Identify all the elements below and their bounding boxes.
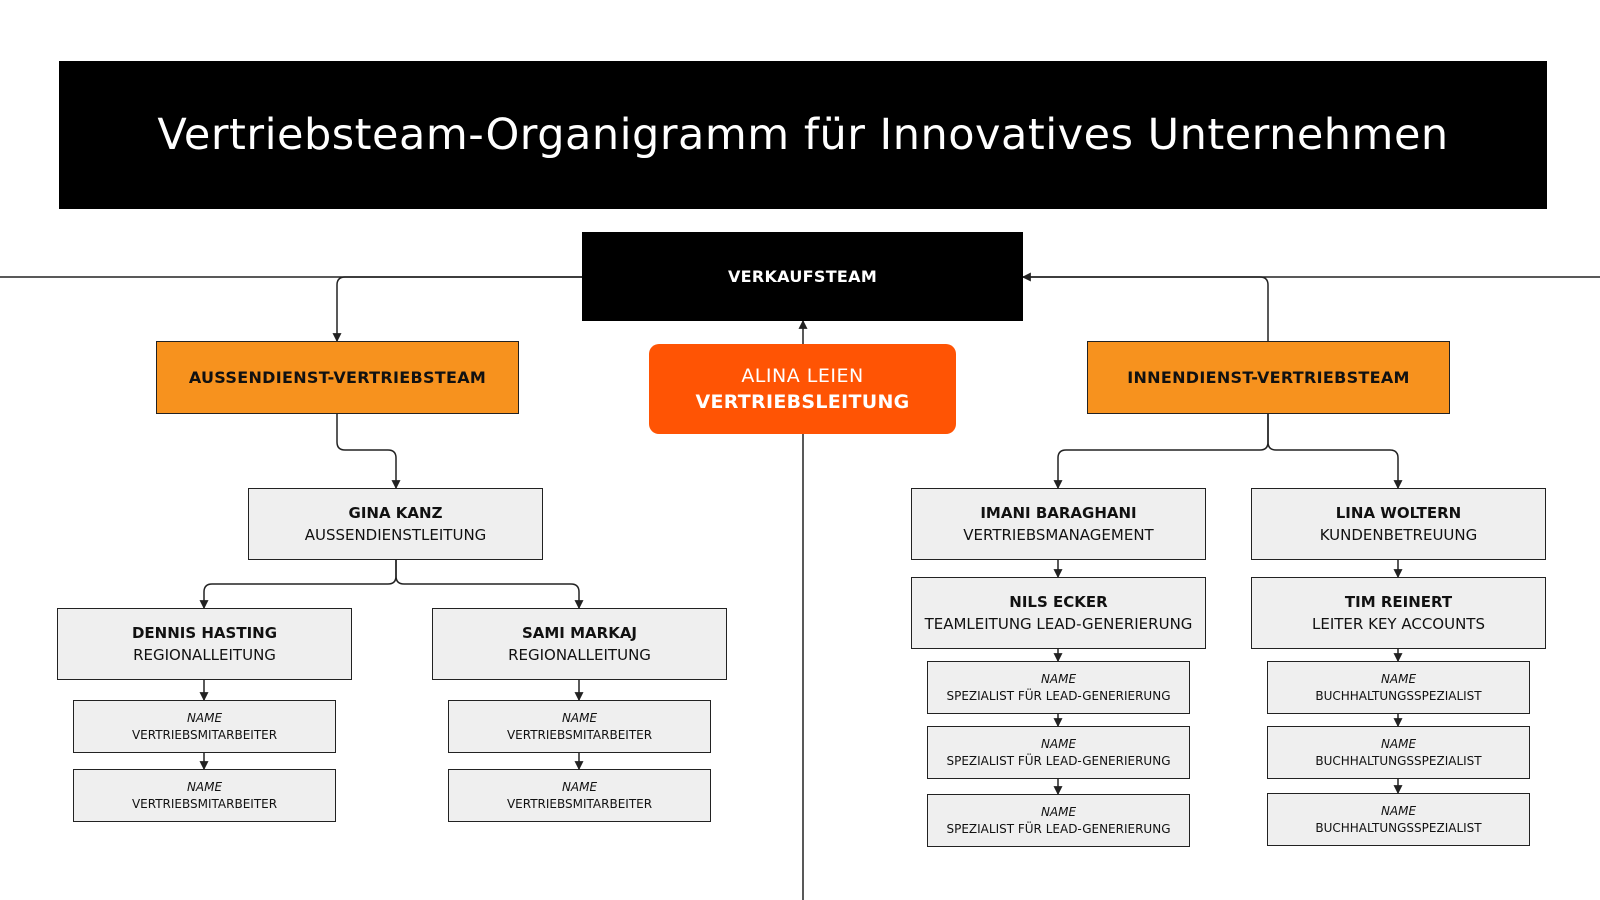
staff-node[interactable]: NAME SPEZIALIST FÜR LEAD-GENERIERUNG <box>927 794 1190 847</box>
person-node-regional-2[interactable]: SAMI MARKAJ REGIONALLEITUNG <box>432 608 727 680</box>
staff-name: NAME <box>1380 804 1417 818</box>
person-name: ALINA LEIEN <box>741 365 864 387</box>
connector-head-regional-1 <box>199 560 397 610</box>
person-role: REGIONALLEITUNG <box>508 646 651 664</box>
connector-head-regional-2 <box>395 560 584 610</box>
staff-name: NAME <box>186 780 223 794</box>
person-node-inside-right[interactable]: LINA WOLTERN KUNDENBETREUUNG <box>1251 488 1546 560</box>
staff-name: NAME <box>561 711 598 725</box>
person-name: NILS ECKER <box>1009 593 1108 611</box>
staff-role: VERTRIEBSMITARBEITER <box>131 797 278 811</box>
department-label: INNENDIENST-VERTRIEBSTEAM <box>1127 368 1410 387</box>
staff-name: NAME <box>1040 672 1077 686</box>
department-node-outside[interactable]: AUSSENDIENST-VERTRIEBSTEAM <box>156 341 519 414</box>
person-role: VERTRIEBSMANAGEMENT <box>963 526 1154 544</box>
root-node-label: VERKAUFSTEAM <box>727 267 878 286</box>
person-node-inside-left-sub[interactable]: NILS ECKER TEAMLEITUNG LEAD-GENERIERUNG <box>911 577 1206 649</box>
staff-node[interactable]: NAME VERTRIEBSMITARBEITER <box>448 769 711 822</box>
staff-role: BUCHHALTUNGSSPEZIALIST <box>1315 754 1482 768</box>
staff-node[interactable]: NAME BUCHHALTUNGSSPEZIALIST <box>1267 661 1530 714</box>
staff-role: SPEZIALIST FÜR LEAD-GENERIERUNG <box>946 689 1171 703</box>
person-name: DENNIS HASTING <box>131 624 278 642</box>
staff-role: VERTRIEBSMITARBEITER <box>131 728 278 742</box>
leader-node[interactable]: ALINA LEIEN VERTRIEBSLEITUNG <box>649 344 956 434</box>
staff-role: VERTRIEBSMITARBEITER <box>506 797 653 811</box>
person-role: REGIONALLEITUNG <box>133 646 276 664</box>
person-node-regional-1[interactable]: DENNIS HASTING REGIONALLEITUNG <box>57 608 352 680</box>
staff-node[interactable]: NAME VERTRIEBSMITARBEITER <box>73 700 336 753</box>
root-node-verkaufsteam[interactable]: VERKAUFSTEAM <box>582 232 1023 321</box>
staff-role: SPEZIALIST FÜR LEAD-GENERIERUNG <box>946 822 1171 836</box>
connector-root-outside <box>332 276 582 343</box>
staff-node[interactable]: NAME SPEZIALIST FÜR LEAD-GENERIERUNG <box>927 726 1190 779</box>
staff-node[interactable]: NAME VERTRIEBSMITARBEITER <box>73 769 336 822</box>
staff-role: VERTRIEBSMITARBEITER <box>506 728 653 742</box>
staff-node[interactable]: NAME BUCHHALTUNGSSPEZIALIST <box>1267 793 1530 846</box>
person-role: VERTRIEBSLEITUNG <box>695 391 910 413</box>
connector-inside-left <box>1053 414 1269 490</box>
staff-name: NAME <box>561 780 598 794</box>
staff-role: BUCHHALTUNGSSPEZIALIST <box>1315 689 1482 703</box>
person-role: AUSSENDIENSTLEITUNG <box>304 526 487 544</box>
person-node-inside-right-sub[interactable]: TIM REINERT LEITER KEY ACCOUNTS <box>1251 577 1546 649</box>
person-node-outside-head[interactable]: GINA KANZ AUSSENDIENSTLEITUNG <box>248 488 543 560</box>
connector-inside-root <box>1021 272 1269 341</box>
staff-role: BUCHHALTUNGSSPEZIALIST <box>1315 821 1482 835</box>
person-role: LEITER KEY ACCOUNTS <box>1312 615 1485 633</box>
person-name: LINA WOLTERN <box>1335 504 1462 522</box>
staff-node[interactable]: NAME VERTRIEBSMITARBEITER <box>448 700 711 753</box>
connector-inside-right <box>1267 414 1403 490</box>
person-role: KUNDENBETREUUNG <box>1319 526 1478 544</box>
person-name: SAMI MARKAJ <box>521 624 638 642</box>
page-title: Vertriebsteam-Organigramm für Innovative… <box>59 61 1547 209</box>
staff-name: NAME <box>1380 672 1417 686</box>
department-node-inside[interactable]: INNENDIENST-VERTRIEBSTEAM <box>1087 341 1450 414</box>
staff-role: SPEZIALIST FÜR LEAD-GENERIERUNG <box>946 754 1171 768</box>
person-node-inside-left[interactable]: IMANI BARAGHANI VERTRIEBSMANAGEMENT <box>911 488 1206 560</box>
staff-name: NAME <box>1380 737 1417 751</box>
person-name: GINA KANZ <box>348 504 443 522</box>
person-role: TEAMLEITUNG LEAD-GENERIERUNG <box>924 615 1193 633</box>
staff-name: NAME <box>1040 737 1077 751</box>
department-label: AUSSENDIENST-VERTRIEBSTEAM <box>188 368 487 387</box>
connector-outside-head <box>336 414 401 490</box>
staff-name: NAME <box>186 711 223 725</box>
staff-node[interactable]: NAME BUCHHALTUNGSSPEZIALIST <box>1267 726 1530 779</box>
staff-name: NAME <box>1040 805 1077 819</box>
person-name: IMANI BARAGHANI <box>980 504 1137 522</box>
person-name: TIM REINERT <box>1344 593 1453 611</box>
staff-node[interactable]: NAME SPEZIALIST FÜR LEAD-GENERIERUNG <box>927 661 1190 714</box>
